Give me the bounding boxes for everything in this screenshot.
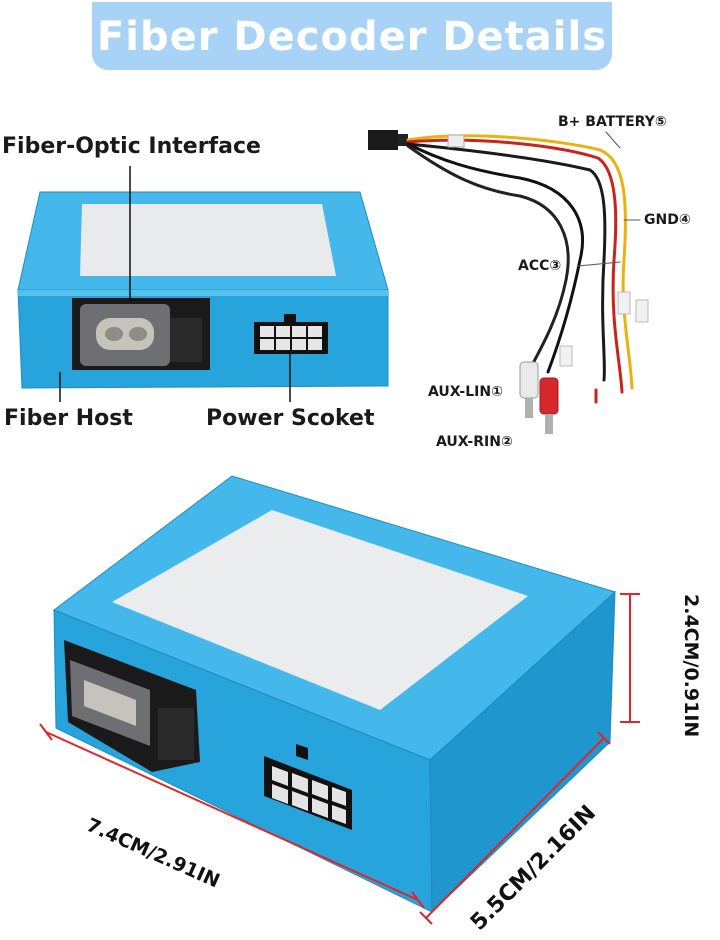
dimension-lines (39, 593, 640, 925)
power-socket-label: Power Scoket (206, 406, 375, 431)
width-dimension-line (425, 737, 605, 919)
aux-rin-label: AUX-RIN② (436, 434, 513, 450)
gnd-wire-label: GND④ (644, 212, 691, 228)
page-title: Fiber Decoder Details (92, 2, 612, 70)
fiber-decoder-box-angle (52, 475, 616, 914)
length-dimension-line (45, 731, 419, 901)
acc-wire-label: ACC③ (518, 258, 562, 274)
height-dimension-label: 2.4CM/0.91IN (680, 594, 702, 738)
fiber-optic-port (72, 298, 210, 370)
fiber-optic-interface-label: Fiber-Optic Interface (2, 134, 261, 159)
wire-harness (368, 130, 649, 434)
power-socket-port-angle (264, 744, 352, 830)
battery-wire-label: B+ BATTERY⑤ (558, 114, 667, 130)
fiber-host-label: Fiber Host (4, 406, 133, 431)
fiber-decoder-box-front (17, 166, 389, 402)
fiber-optic-port-angle (64, 640, 200, 772)
aux-lin-label: AUX-LIN① (428, 384, 503, 400)
power-socket-port (254, 314, 328, 354)
